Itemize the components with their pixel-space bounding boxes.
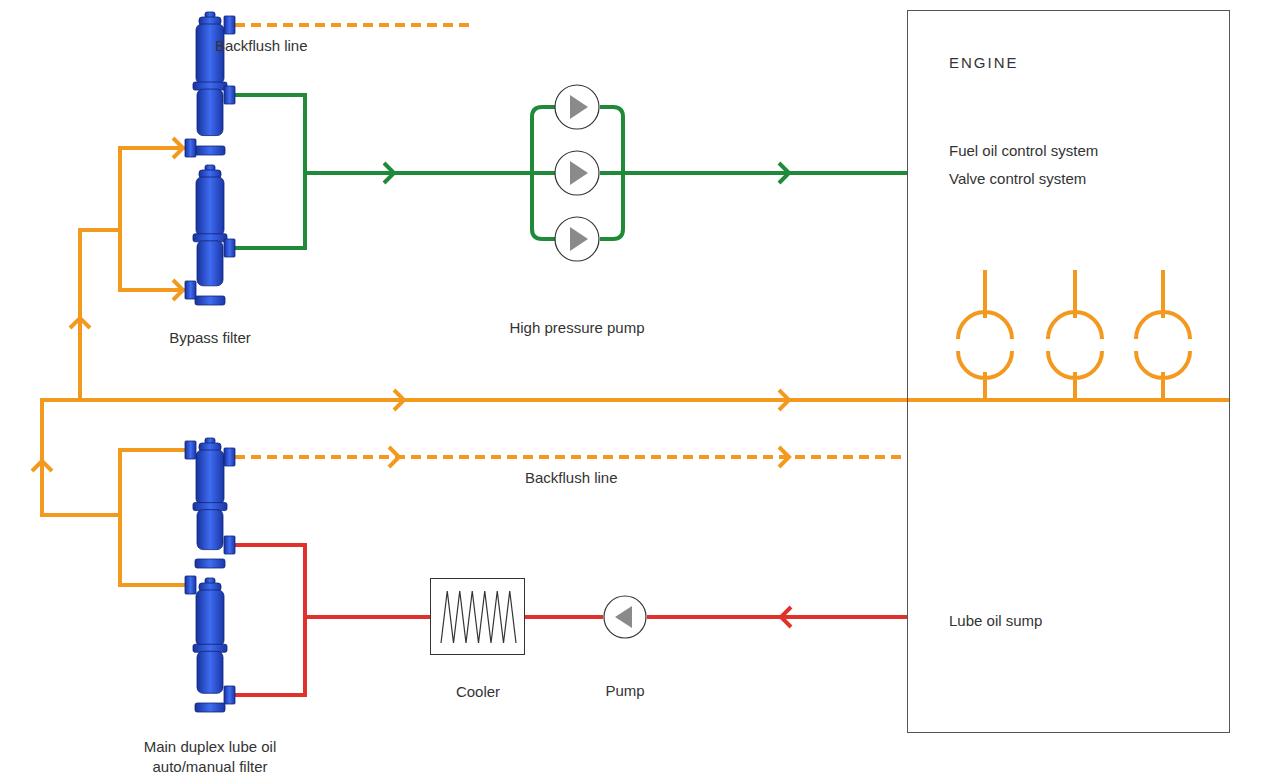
engine-box: ENGINE Fuel oil control systemValve contr… — [907, 10, 1230, 733]
pipe-connector — [647, 607, 907, 627]
flow-arrowhead — [779, 163, 789, 183]
pump-triangle — [615, 606, 632, 628]
pipe-line — [647, 615, 907, 619]
pipe-line — [525, 615, 603, 619]
pipe-line — [235, 455, 907, 459]
high-pressure-pumps-drawing — [530, 80, 625, 265]
filter-unit — [185, 165, 235, 305]
pump-label: Pump — [565, 681, 685, 701]
pump-circle — [555, 85, 599, 129]
filter-unit — [185, 438, 235, 568]
engine-title: ENGINE — [949, 53, 1019, 73]
filter-unit — [185, 12, 235, 157]
backflush-line — [235, 23, 475, 27]
pump-triangle — [570, 95, 588, 119]
cooler-coil — [441, 591, 516, 643]
pump-symbol: Pump — [603, 595, 647, 639]
pump-triangle — [570, 161, 588, 185]
bearing-symbol — [958, 270, 1012, 400]
bearing-symbol — [1136, 270, 1190, 400]
line-label: Backflush line — [525, 468, 618, 488]
pipe-connector — [32, 390, 907, 585]
bearing-symbols — [958, 270, 1190, 400]
pipe-connector — [525, 617, 603, 618]
pipe-connector — [235, 545, 430, 695]
pipe-line — [625, 171, 907, 175]
flow-arrowhead — [384, 163, 394, 183]
cooler-label: Cooler — [398, 682, 558, 702]
pump-symbol-drawing — [603, 595, 647, 639]
pump-circle — [604, 596, 646, 638]
bypass-filter-drawing — [185, 10, 235, 310]
pump-label: High pressure pump — [477, 318, 677, 338]
pipe-line — [42, 400, 907, 585]
pipe-line — [235, 545, 430, 695]
bearing-symbol — [1048, 270, 1102, 400]
pipe-connector — [235, 95, 530, 248]
flow-arrowhead — [781, 607, 791, 627]
cooler-box: Cooler — [430, 578, 525, 655]
high-pressure-pumps: High pressure pump — [530, 80, 625, 265]
filter-label: Main duplex lube oil auto/manual filter — [120, 737, 300, 777]
pipe-connector — [625, 163, 907, 183]
bypass-filter: Bypass filter — [185, 10, 235, 310]
pump-circle — [555, 151, 599, 195]
engine-oil-gallery — [907, 398, 1230, 402]
sump-name: Lube oil sump — [949, 611, 1042, 631]
duplex-filter: Main duplex lube oil auto/manual filter — [185, 432, 235, 714]
flow-arrowhead — [70, 138, 183, 328]
connector-layer — [32, 95, 907, 695]
pipe-connector — [42, 138, 185, 585]
line-label: Backflush line — [215, 36, 308, 56]
flow-arrowhead — [389, 447, 789, 467]
filter-unit — [185, 576, 235, 712]
pipe-line — [235, 95, 530, 248]
pipe-connector — [235, 447, 907, 467]
pump-triangle — [570, 227, 588, 251]
system-name: Valve control system — [949, 169, 1086, 189]
system-name: Fuel oil control system — [949, 141, 1098, 161]
pipe-line — [42, 148, 185, 585]
duplex-filter-drawing — [185, 432, 235, 714]
cooler-box-drawing — [431, 579, 526, 656]
pump-circle — [555, 217, 599, 261]
filter-label: Bypass filter — [120, 328, 300, 348]
